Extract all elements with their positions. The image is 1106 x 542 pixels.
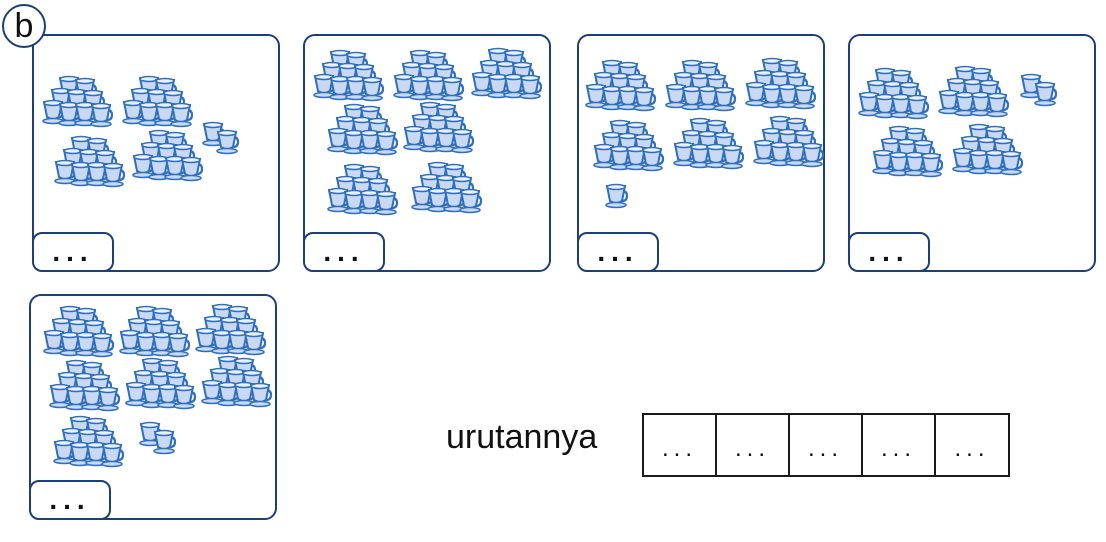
teacup-icon	[211, 329, 235, 355]
teacup-icon	[409, 75, 433, 101]
teacup-icon	[327, 127, 351, 153]
order-box-3[interactable]: ...	[790, 415, 863, 475]
teacup-icon	[375, 130, 399, 156]
teacup-icon	[888, 151, 912, 177]
teacup-icon	[393, 73, 417, 99]
teacup-illustration	[313, 47, 543, 216]
teacup-icon	[59, 331, 83, 357]
teacup-icon	[403, 125, 427, 151]
teacup-illustration	[42, 75, 240, 188]
teacup-icon	[858, 91, 882, 117]
teacup-icon	[202, 121, 226, 147]
teacup-icon	[968, 149, 992, 175]
teacup-icon	[519, 74, 543, 100]
teacup-icon	[81, 385, 105, 411]
cup-group-panel-3: ...	[577, 34, 825, 272]
teacup-icon	[890, 93, 914, 119]
teacup-icon	[151, 331, 175, 357]
teacup-icon	[986, 92, 1010, 118]
answer-box-4[interactable]: ...	[848, 232, 930, 272]
teacup-icon	[141, 383, 165, 409]
teacup-icon	[243, 330, 267, 356]
teacup-icon	[102, 162, 126, 188]
teacup-icon	[101, 442, 125, 468]
teacup-icon	[180, 156, 204, 182]
teacup-icon	[90, 102, 114, 128]
teacup-icon	[451, 128, 475, 154]
order-answer-row: ... ... ... ... ...	[642, 413, 1010, 477]
teacup-icon	[313, 73, 337, 99]
teacup-icon	[427, 187, 451, 213]
teacup-illustration	[43, 303, 273, 468]
order-box-2[interactable]: ...	[717, 415, 790, 475]
order-label: urutannya	[446, 418, 598, 456]
teacup-icon	[633, 86, 657, 112]
exercise-label-badge: b	[2, 4, 46, 48]
order-box-1[interactable]: ...	[644, 415, 717, 475]
teacup-icon	[641, 146, 665, 172]
teacup-icon	[904, 151, 928, 177]
answer-box-1[interactable]: ...	[32, 232, 114, 272]
teacup-icon	[154, 101, 178, 127]
teacup-icon	[625, 145, 649, 171]
cup-group-panel-5: ...	[29, 294, 277, 520]
teacup-icon	[54, 159, 78, 185]
answer-box-3[interactable]: ...	[577, 232, 659, 272]
teacup-icon	[785, 141, 809, 167]
teacup-illustration	[585, 57, 825, 209]
teacup-icon	[769, 141, 793, 167]
teacup-icon	[173, 384, 197, 410]
answer-box-5[interactable]: ...	[29, 480, 111, 520]
teacup-icon	[1000, 150, 1024, 176]
teacup-icon	[91, 332, 115, 358]
teacup-icon	[170, 102, 194, 128]
teacup-icon	[459, 188, 483, 214]
teacup-icon	[435, 127, 459, 153]
teacup-icon	[1034, 81, 1058, 107]
teacup-icon	[793, 84, 817, 110]
teacup-icon	[329, 75, 353, 101]
teacup-icon	[249, 382, 273, 408]
teacup-icon	[593, 143, 617, 169]
teacup-icon	[441, 76, 465, 102]
teacup-icon	[85, 441, 109, 467]
teacup-icon	[471, 71, 495, 97]
teacup-icon	[216, 129, 240, 155]
teacup-icon	[713, 86, 737, 112]
teacup-icon	[153, 429, 177, 455]
teacup-icon	[681, 85, 705, 111]
teacup-icon	[721, 144, 745, 170]
teacup-icon	[58, 101, 82, 127]
teacup-icon	[801, 142, 825, 168]
teacup-icon	[49, 383, 73, 409]
order-box-5[interactable]: ...	[954, 435, 990, 462]
teacup-icon	[359, 129, 383, 155]
teacup-icon	[148, 155, 172, 181]
teacup-icon	[217, 381, 241, 407]
teacup-icon	[487, 73, 511, 99]
cup-group-panel-4: ...	[848, 34, 1096, 272]
teacup-icon	[361, 76, 385, 102]
cup-group-panel-2: ...	[303, 34, 551, 272]
teacup-icon	[75, 331, 99, 357]
teacup-icon	[697, 85, 721, 111]
teacup-icon	[970, 91, 994, 117]
teacup-icon	[906, 94, 930, 120]
teacup-icon	[167, 332, 191, 358]
teacup-icon	[97, 386, 121, 412]
answer-box-2[interactable]: ...	[303, 232, 385, 272]
teacup-icon	[42, 99, 66, 125]
teacup-icon	[122, 99, 146, 125]
teacup-icon	[605, 183, 629, 209]
teacup-icon	[138, 101, 162, 127]
teacup-icon	[375, 190, 399, 216]
teacup-illustration	[858, 65, 1058, 178]
teacup-icon	[872, 149, 896, 175]
order-box-4[interactable]: ...	[863, 415, 936, 475]
teacup-icon	[920, 152, 944, 178]
cup-group-panel-1: ...	[32, 34, 280, 272]
